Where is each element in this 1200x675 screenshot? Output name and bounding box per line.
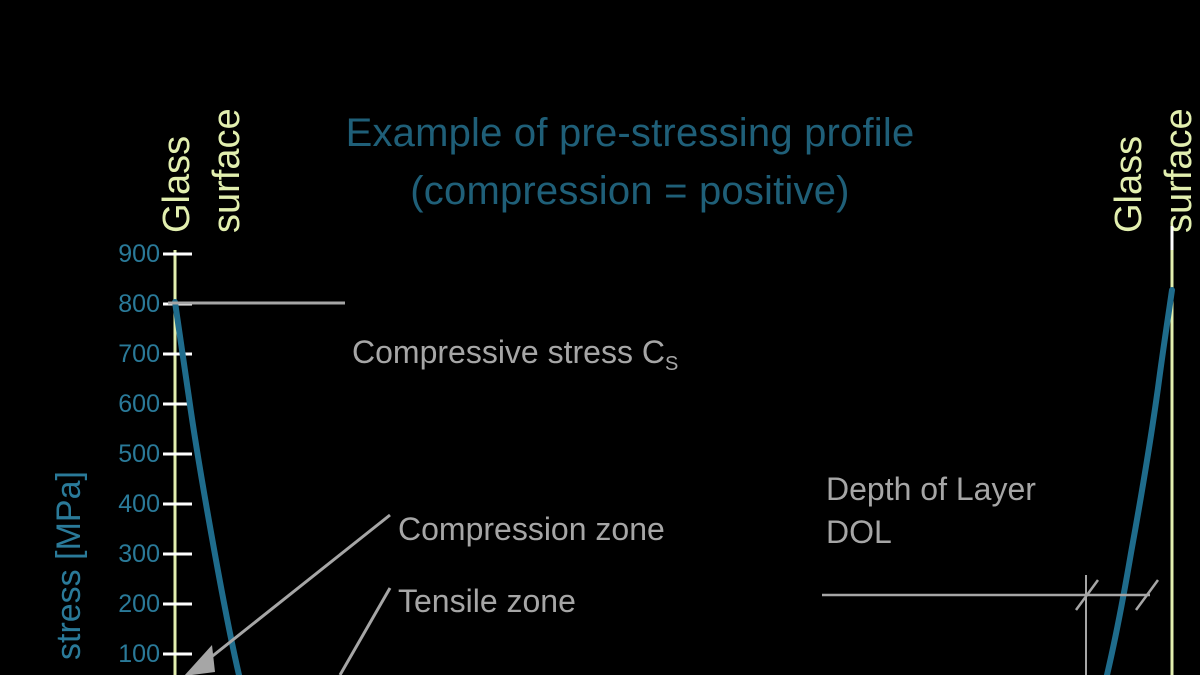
y-tick-400: 400 [118,490,160,518]
dol-dimension [822,575,1160,675]
y-tick-800: 800 [118,290,160,318]
y-tick-100: 100 [118,640,160,668]
compression-zone-leader-line [204,513,391,664]
y-tick-700: 700 [118,340,160,368]
compression-zone-arrowhead [184,645,215,675]
y-tick-300: 300 [118,540,160,568]
dol-slash-right [1134,579,1160,611]
compression-zone-label: Compression zone [398,511,665,547]
compressive-stress-subscript: S [664,353,679,375]
tensile-zone-label: Tensile zone [398,583,576,619]
y-tick-200: 200 [118,590,160,618]
y-tick-900: 900 [118,240,160,268]
y-tick-600: 600 [118,390,160,418]
right-stress-curve [1104,287,1175,675]
dol-label: Depth of Layer DOL [826,471,1036,550]
tensile-zone-leader-line [338,587,392,675]
page-title: Example of pre-stressing profile (compre… [345,111,915,213]
compressive-stress-text: Compressive stress C [352,334,665,370]
left-stress-curve [172,299,242,675]
dol-slash-left [1074,579,1100,611]
y-axis-tick-list: 900 800 700 600 500 400 300 200 100 [98,0,160,675]
compressive-stress-label: Compressive stress CS [352,288,678,379]
y-tick-500: 500 [118,440,160,468]
